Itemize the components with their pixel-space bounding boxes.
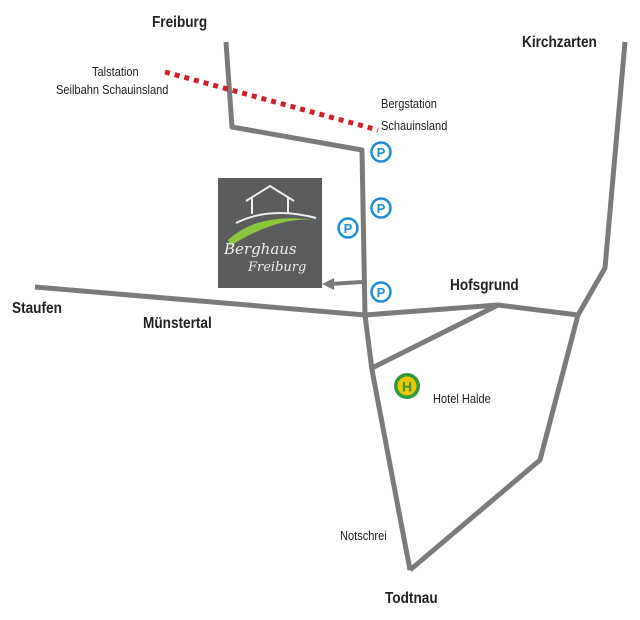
label-bergstation: Bergstation xyxy=(381,96,437,111)
road-staufen-hofsgrund xyxy=(34,284,579,318)
bus-stop-icon: H xyxy=(394,373,420,399)
svg-text:P: P xyxy=(344,221,353,236)
label-hotel-halde: Hotel Halde xyxy=(433,391,491,406)
arrow-icon xyxy=(322,278,334,290)
road-to-berghaus xyxy=(329,280,363,286)
cable-car-line xyxy=(164,69,379,133)
parking-icon: P xyxy=(370,141,392,163)
house-icon xyxy=(228,184,317,246)
label-muenstertal: Münstertal xyxy=(143,315,212,332)
label-kirchzarten: Kirchzarten xyxy=(522,34,597,51)
svg-text:P: P xyxy=(377,145,386,160)
label-hofsgrund: Hofsgrund xyxy=(450,277,519,294)
parking-icon: P xyxy=(370,197,392,219)
berghaus-logo: Berghaus Freiburg xyxy=(218,178,322,288)
logo-text-line1: Berghaus xyxy=(224,240,297,258)
svg-text:P: P xyxy=(377,201,386,216)
road-connector xyxy=(370,302,500,371)
label-notschrei: Notschrei xyxy=(340,528,387,543)
label-seilbahn: Seilbahn Schauinsland xyxy=(56,82,169,97)
label-freiburg: Freiburg xyxy=(152,14,208,31)
label-staufen: Staufen xyxy=(12,300,62,317)
parking-icon: P xyxy=(370,281,392,303)
label-todtnau: Todtnau xyxy=(385,590,438,607)
label-schauinsland: Schauinsland xyxy=(381,118,448,133)
road-freiburg xyxy=(223,41,413,571)
parking-icon: P xyxy=(337,217,359,239)
label-talstation: Talstation xyxy=(92,64,139,79)
svg-text:P: P xyxy=(377,285,386,300)
svg-text:H: H xyxy=(402,379,412,395)
logo-text-line2: Freiburg xyxy=(248,260,307,275)
